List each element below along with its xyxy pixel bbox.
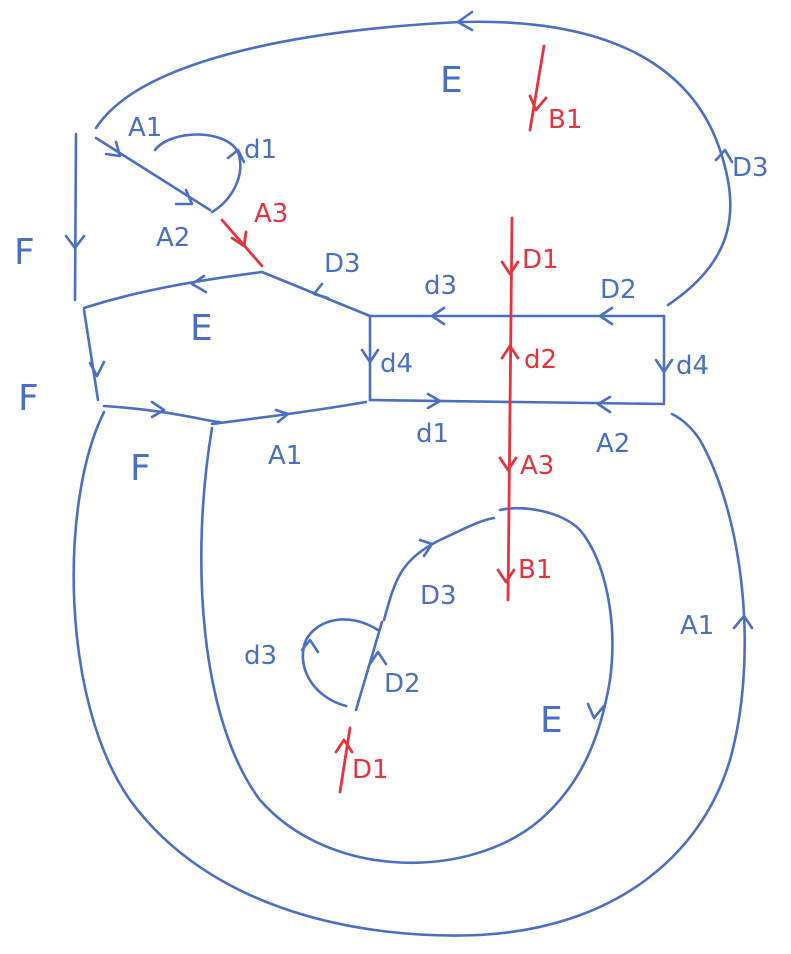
label-B1-top: B1 <box>548 105 582 135</box>
label-E-mid: E <box>190 308 213 349</box>
label-D3-right: D3 <box>732 153 769 183</box>
edge-A1-A2-diagonal <box>94 136 212 212</box>
edge-inner-loop <box>200 426 614 865</box>
arrow-d4-right <box>654 358 674 374</box>
arrow-d3-loop <box>300 638 320 654</box>
arrow-E-middle <box>190 274 208 294</box>
label-d4-left: d4 <box>380 349 413 379</box>
edge-rect-bottom <box>368 398 666 406</box>
label-D1-middle: D1 <box>522 245 559 275</box>
edge-d1-loop <box>153 133 242 214</box>
label-d4-right: d4 <box>676 351 709 381</box>
arrow-E-top <box>456 10 474 32</box>
edge-A1-band <box>210 400 368 426</box>
arrow-D3-diag <box>312 282 330 300</box>
edge-F-lower-left <box>82 308 100 402</box>
arrow-A2 <box>174 188 194 206</box>
arrow-d1-loop <box>226 148 246 164</box>
arrow-D2-lower <box>368 650 388 666</box>
label-A1-mid: A1 <box>268 441 302 471</box>
label-D3-mid: D3 <box>324 249 361 279</box>
label-A3-mid: A3 <box>520 451 554 481</box>
label-E-lower: E <box>540 700 563 741</box>
label-A1-right: A1 <box>680 611 714 641</box>
edge-d3-loop <box>301 618 380 708</box>
arrow-D3-lower <box>418 538 434 558</box>
arrow-d4-left <box>360 348 380 364</box>
label-B1-lower: B1 <box>518 555 552 585</box>
label-A2-upper: A2 <box>156 223 190 253</box>
label-d2-mid: d2 <box>524 345 557 375</box>
blue-edges <box>64 10 754 937</box>
arrow-F-upper <box>64 234 86 250</box>
arrow-A1-right <box>732 614 754 630</box>
edge-D1-lower <box>338 726 352 794</box>
arrow-d3-top <box>430 306 446 326</box>
arrow-D3-right <box>714 148 734 164</box>
arrow-B1-lower <box>496 568 516 584</box>
label-d3-mid: d3 <box>424 271 457 301</box>
label-d3-lower: d3 <box>244 641 277 671</box>
label-A2-mid: A2 <box>596 429 630 459</box>
edge-B1-top <box>528 44 546 132</box>
edge-E-top-arc <box>94 20 732 307</box>
arrow-E-inner <box>586 702 606 720</box>
edge-D2-lower <box>354 620 384 712</box>
label-d1-upper: d1 <box>244 135 277 165</box>
label-D1-lower: D1 <box>352 755 389 785</box>
arrow-A3-mid <box>498 456 518 472</box>
label-F-mid: F <box>18 378 39 419</box>
edge-F-lower-band <box>102 404 222 424</box>
label-d1-mid: d1 <box>416 419 449 449</box>
edge-E-middle <box>82 270 264 310</box>
arrow-A1 <box>104 140 122 158</box>
arrow-B1-top <box>528 94 548 112</box>
arrow-A2-bottom <box>596 395 612 414</box>
label-E-top: E <box>440 60 463 101</box>
edge-outer-loop <box>72 410 747 937</box>
label-D3-lower: D3 <box>420 581 457 611</box>
arrow-D2-top <box>598 306 614 326</box>
arrow-A1-band <box>274 408 290 424</box>
edge-red-vertical <box>506 216 514 602</box>
red-edges <box>220 44 548 794</box>
arrow-d2-mid <box>500 344 520 360</box>
edge-D3-lower <box>382 516 496 622</box>
arrow-d1-bottom <box>426 392 442 410</box>
label-A1-upper: A1 <box>128 113 162 143</box>
label-A3-upper: A3 <box>254 199 288 229</box>
labels: E B1 D3 A1 d1 A2 A3 F D1 D3 d3 D2 E d4 d… <box>14 60 769 785</box>
edge-F-upper-left <box>73 132 78 302</box>
label-D2-lower: D2 <box>384 669 421 699</box>
arrow-D1-mid <box>500 260 520 276</box>
arrow-D1-lower <box>334 738 354 754</box>
arrow-F-lower <box>88 360 106 378</box>
label-D2-mid: D2 <box>600 275 637 305</box>
arrow-A3-upper <box>230 230 248 248</box>
label-F-left: F <box>14 232 35 273</box>
label-F-lower: F <box>130 448 151 489</box>
arrow-F-band <box>150 400 166 419</box>
